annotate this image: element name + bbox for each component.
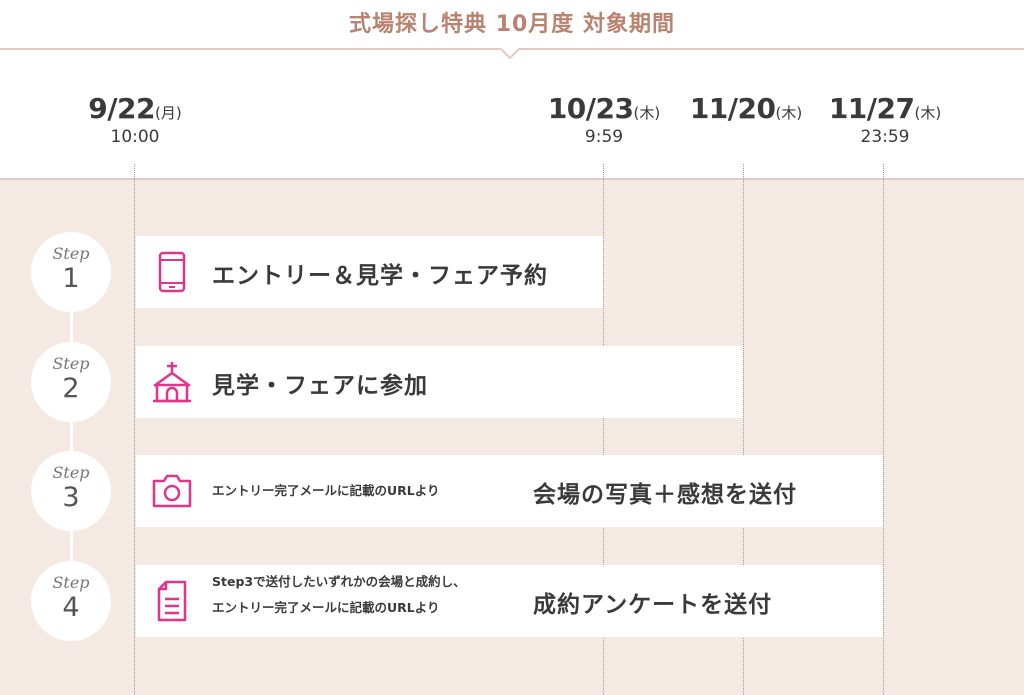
timeline-marker-start — [134, 164, 135, 695]
camera-icon — [152, 474, 192, 508]
step-note-3: エントリー完了メールに記載のURLより — [212, 483, 440, 498]
title-divider — [0, 48, 1024, 60]
step-bar-3: エントリー完了メールに記載のURLより 会場の写真＋感想を送付 — [136, 455, 883, 527]
step-note-4b: エントリー完了メールに記載のURLより — [212, 600, 440, 615]
date-photo-deadline: 10/23(木) 9:59 — [547, 92, 661, 147]
smartphone-icon — [158, 251, 186, 293]
step-bar-4: Step3で送付したいずれかの会場と成約し、 エントリー完了メールに記載のURL… — [136, 565, 883, 637]
step-title-3: 会場の写真＋感想を送付 — [533, 482, 797, 508]
step-connector — [70, 272, 73, 602]
step-title-1: エントリー＆見学・フェア予約 — [212, 263, 548, 289]
document-icon — [157, 580, 187, 622]
date-start: 9/22(月) 10:00 — [88, 92, 182, 147]
step-title-4: 成約アンケートを送付 — [533, 592, 773, 618]
date-end: 11/27(木) 23:59 — [828, 92, 942, 147]
step-title-2: 見学・フェアに参加 — [212, 373, 428, 399]
period-title: 式場探し特典 10月度 対象期間 — [349, 12, 675, 37]
step-bar-1: エントリー＆見学・フェア予約 — [136, 236, 603, 308]
timeline-marker-1127 — [883, 164, 884, 695]
timeline-marker-1120 — [743, 164, 744, 695]
date-visit-deadline: 11/20(木) — [689, 92, 803, 125]
step-bar-2: 見学・フェアに参加 — [136, 346, 743, 418]
chapel-icon — [153, 362, 191, 403]
timeline-marker-1023 — [603, 164, 604, 695]
step-note-4a: Step3で送付したいずれかの会場と成約し、 — [212, 574, 466, 589]
